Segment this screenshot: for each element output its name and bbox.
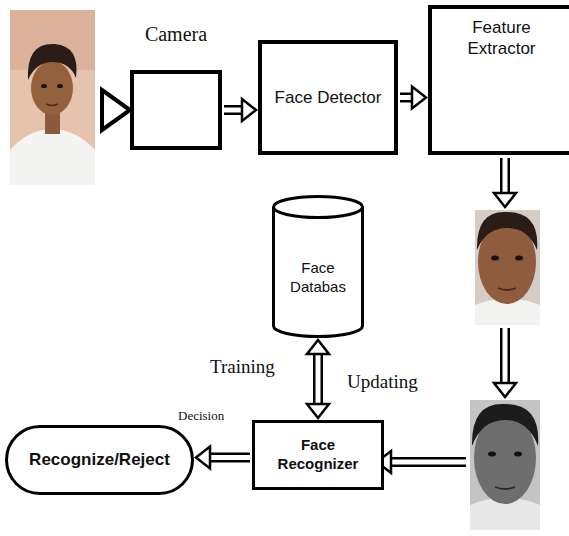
node-text: Face Databas <box>272 259 364 297</box>
flow-connector <box>399 87 426 109</box>
crop-eye <box>515 256 523 261</box>
flow-arrow <box>494 156 516 207</box>
node-text: Face Recognizer <box>255 436 381 474</box>
edge-note: Decision <box>176 408 226 424</box>
node-text: Feature Extractor <box>432 17 569 60</box>
device-heading: Camera <box>145 22 207 47</box>
arrow-head <box>494 193 516 207</box>
person-photo <box>10 10 95 185</box>
terminal-shape: Recognize/Reject <box>5 425 194 495</box>
crop-eye <box>491 256 499 261</box>
crop-mouth <box>498 288 516 290</box>
crop-ground <box>475 210 540 325</box>
arrow-head <box>242 99 256 121</box>
arrow-shaft <box>224 105 243 115</box>
camera-box: Camera <box>130 70 222 150</box>
photo-hair <box>28 44 77 80</box>
arrow-shaft-inner <box>223 108 243 113</box>
flow-connector <box>196 447 251 469</box>
gray-mouth <box>495 487 515 489</box>
flow-label: Training <box>208 356 277 378</box>
arrow-shaft <box>388 460 468 465</box>
photo-eye <box>41 84 47 88</box>
arrow-shaft <box>209 453 250 463</box>
arrow-head <box>307 404 329 418</box>
face-crop-color <box>475 210 540 325</box>
cylinder-top <box>274 197 363 218</box>
flow-arrow <box>494 326 516 397</box>
arrow-head <box>307 340 329 354</box>
node-text: Recognize/Reject <box>23 449 176 470</box>
process-box: Feature Extractor <box>428 5 569 155</box>
arrow-shaft <box>503 156 508 196</box>
arrow-head <box>412 87 426 109</box>
flow-arrow <box>377 451 468 473</box>
gray-eye <box>488 452 496 457</box>
flow-connector <box>307 340 329 418</box>
process-box: Face Recognizer <box>252 420 384 490</box>
database-cylinder: Face Databas <box>272 195 364 338</box>
face-crop-gray <box>470 400 540 530</box>
photo-ground <box>10 10 95 185</box>
node-text: Face Detector <box>269 87 388 108</box>
arrow-head <box>196 447 210 469</box>
photo-face <box>31 61 73 115</box>
process-box: Face Detector <box>258 40 398 155</box>
gray-hair <box>472 404 538 446</box>
arrow-shaft-inner <box>316 353 321 405</box>
arrow-head <box>494 383 516 397</box>
photo-eye <box>57 84 63 88</box>
arrow-shaft-inner <box>209 455 251 460</box>
arrow-shaft <box>313 353 323 405</box>
flow-label: Updating <box>345 371 420 393</box>
camera-lens <box>102 90 130 130</box>
arrow-shaft <box>503 326 508 386</box>
gray-eye <box>514 452 522 457</box>
gray-ground <box>470 400 540 530</box>
flow-connector <box>223 99 256 121</box>
crop-hair <box>477 212 537 250</box>
photo-mouth <box>46 104 58 106</box>
photo-shirt <box>10 130 95 185</box>
